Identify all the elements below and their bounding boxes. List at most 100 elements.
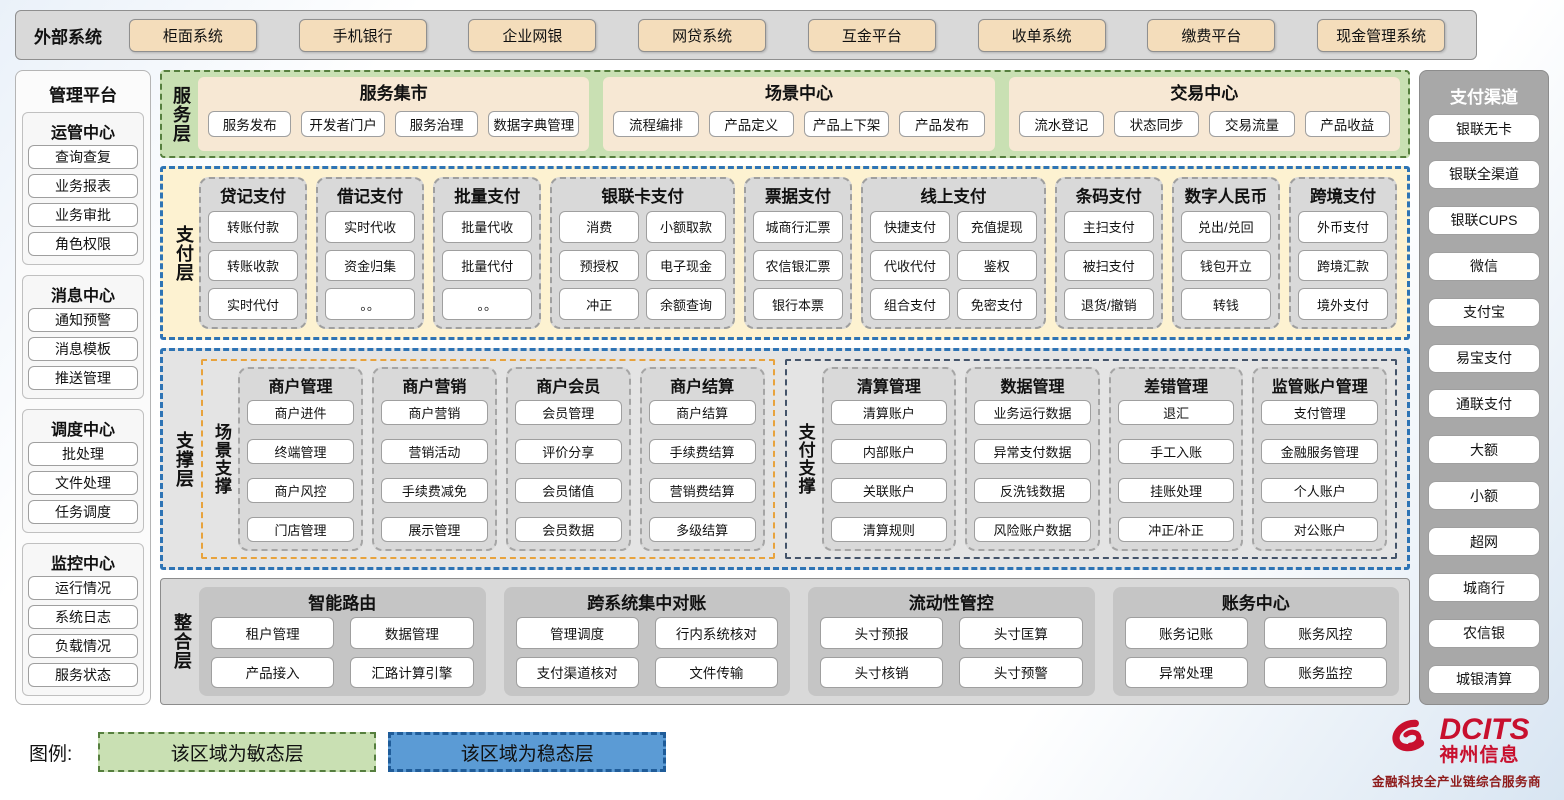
external-system-button[interactable]: 缴费平台 bbox=[1147, 18, 1276, 52]
support-item-button[interactable]: 会员管理 bbox=[514, 400, 622, 425]
payment-item-button[interactable]: 资金归集 bbox=[325, 249, 416, 282]
payment-channel-button[interactable]: 通联支付 bbox=[1428, 389, 1540, 419]
payment-item-button[interactable]: 退货/撤销 bbox=[1063, 288, 1154, 320]
management-item-button[interactable]: 运行情况 bbox=[28, 576, 138, 600]
payment-item-button[interactable]: 银行本票 bbox=[752, 288, 844, 320]
service-item-button[interactable]: 交易流量 bbox=[1209, 110, 1295, 137]
service-item-button[interactable]: 流水登记 bbox=[1018, 110, 1104, 137]
payment-item-button[interactable]: 充值提现 bbox=[956, 211, 1037, 243]
payment-item-button[interactable]: 代收代付 bbox=[870, 249, 950, 282]
integration-item-button[interactable]: 账务监控 bbox=[1263, 656, 1387, 688]
service-item-button[interactable]: 流程编排 bbox=[613, 110, 699, 137]
payment-item-button[interactable]: 被扫支付 bbox=[1063, 249, 1154, 282]
payment-item-button[interactable]: 免密支付 bbox=[956, 288, 1037, 320]
management-item-button[interactable]: 批处理 bbox=[28, 442, 138, 466]
payment-item-button[interactable]: 鉴权 bbox=[956, 249, 1037, 282]
support-item-button[interactable]: 对公账户 bbox=[1261, 517, 1378, 542]
service-item-button[interactable]: 服务发布 bbox=[208, 110, 292, 137]
support-item-button[interactable]: 反洗钱数据 bbox=[974, 478, 1091, 503]
support-item-button[interactable]: 商户结算 bbox=[648, 400, 756, 425]
support-item-button[interactable]: 手续费减免 bbox=[380, 478, 488, 503]
service-item-button[interactable]: 状态同步 bbox=[1113, 110, 1200, 137]
payment-item-button[interactable]: 组合支付 bbox=[870, 288, 950, 320]
support-item-button[interactable]: 会员数据 bbox=[514, 517, 622, 542]
integration-item-button[interactable]: 账务风控 bbox=[1263, 617, 1387, 649]
management-item-button[interactable]: 通知预警 bbox=[28, 308, 138, 332]
support-item-button[interactable]: 评价分享 bbox=[514, 439, 622, 464]
support-item-button[interactable]: 商户风控 bbox=[247, 478, 354, 503]
management-item-button[interactable]: 负载情况 bbox=[28, 634, 138, 658]
support-item-button[interactable]: 手工入账 bbox=[1117, 439, 1235, 464]
payment-item-button[interactable]: 实时代收 bbox=[325, 211, 416, 243]
integration-item-button[interactable]: 文件传输 bbox=[654, 656, 778, 688]
payment-item-button[interactable]: 兑出/兑回 bbox=[1180, 211, 1271, 243]
service-item-button[interactable]: 产品收益 bbox=[1304, 110, 1390, 137]
payment-item-button[interactable]: 境外支付 bbox=[1297, 288, 1388, 320]
payment-item-button[interactable]: 主扫支付 bbox=[1063, 211, 1154, 243]
payment-channel-button[interactable]: 大额 bbox=[1428, 435, 1540, 465]
payment-item-button[interactable]: 批量代付 bbox=[442, 249, 533, 282]
service-item-button[interactable]: 数据字典管理 bbox=[488, 110, 580, 137]
management-item-button[interactable]: 推送管理 bbox=[28, 366, 138, 390]
payment-channel-button[interactable]: 城商行 bbox=[1428, 573, 1540, 603]
payment-item-button[interactable]: 预授权 bbox=[559, 249, 640, 282]
integration-item-button[interactable]: 头寸核销 bbox=[820, 656, 944, 688]
external-system-button[interactable]: 收单系统 bbox=[977, 18, 1106, 52]
service-item-button[interactable]: 产品定义 bbox=[708, 110, 794, 137]
support-item-button[interactable]: 终端管理 bbox=[247, 439, 354, 464]
support-item-button[interactable]: 异常支付数据 bbox=[974, 439, 1091, 464]
payment-item-button[interactable]: 消费 bbox=[559, 211, 640, 243]
support-item-button[interactable]: 支付管理 bbox=[1261, 400, 1378, 425]
support-item-button[interactable]: 内部账户 bbox=[830, 439, 948, 464]
payment-channel-button[interactable]: 银联无卡 bbox=[1428, 114, 1540, 143]
external-system-button[interactable]: 互金平台 bbox=[807, 18, 936, 52]
support-item-button[interactable]: 业务运行数据 bbox=[974, 400, 1091, 425]
support-item-button[interactable]: 多级结算 bbox=[648, 517, 756, 542]
management-item-button[interactable]: 消息模板 bbox=[28, 337, 138, 361]
payment-item-button[interactable]: 跨境汇款 bbox=[1297, 249, 1388, 282]
management-item-button[interactable]: 文件处理 bbox=[28, 471, 138, 495]
support-item-button[interactable]: 手续费结算 bbox=[648, 439, 756, 464]
support-item-button[interactable]: 商户营销 bbox=[380, 400, 488, 425]
payment-item-button[interactable]: 转账付款 bbox=[208, 211, 299, 243]
service-item-button[interactable]: 服务治理 bbox=[394, 110, 479, 137]
payment-item-button[interactable]: 转账收款 bbox=[208, 249, 299, 282]
payment-item-button[interactable]: 钱包开立 bbox=[1180, 249, 1271, 282]
payment-item-button[interactable]: 实时代付 bbox=[208, 288, 299, 320]
management-item-button[interactable]: 角色权限 bbox=[28, 232, 138, 256]
integration-item-button[interactable]: 行内系统核对 bbox=[654, 617, 778, 649]
support-item-button[interactable]: 风险账户数据 bbox=[974, 517, 1091, 542]
payment-item-button[interactable]: 冲正 bbox=[559, 288, 640, 320]
payment-item-button[interactable]: 电子现金 bbox=[646, 249, 726, 282]
service-item-button[interactable]: 产品发布 bbox=[899, 110, 985, 137]
payment-item-button[interactable]: 小额取款 bbox=[646, 211, 726, 243]
payment-item-button[interactable]: 。。 bbox=[442, 288, 533, 320]
payment-channel-button[interactable]: 银联CUPS bbox=[1428, 205, 1540, 235]
integration-item-button[interactable]: 头寸预报 bbox=[820, 617, 944, 649]
payment-channel-button[interactable]: 银联全渠道 bbox=[1428, 159, 1540, 189]
payment-item-button[interactable]: 。。 bbox=[325, 288, 416, 320]
payment-channel-button[interactable]: 易宝支付 bbox=[1428, 343, 1540, 373]
support-item-button[interactable]: 金融服务管理 bbox=[1261, 439, 1378, 464]
payment-channel-button[interactable]: 微信 bbox=[1428, 251, 1540, 281]
management-item-button[interactable]: 任务调度 bbox=[28, 500, 138, 524]
support-item-button[interactable]: 挂账处理 bbox=[1117, 478, 1235, 503]
support-item-button[interactable]: 门店管理 bbox=[247, 517, 354, 542]
support-item-button[interactable]: 关联账户 bbox=[830, 478, 948, 503]
integration-item-button[interactable]: 汇路计算引擎 bbox=[350, 656, 474, 688]
payment-item-button[interactable]: 外币支付 bbox=[1297, 211, 1388, 243]
support-item-button[interactable]: 个人账户 bbox=[1261, 478, 1378, 503]
management-item-button[interactable]: 查询查复 bbox=[28, 145, 138, 169]
support-item-button[interactable]: 退汇 bbox=[1117, 400, 1235, 425]
payment-item-button[interactable]: 余额查询 bbox=[646, 288, 726, 320]
management-item-button[interactable]: 业务报表 bbox=[28, 174, 138, 198]
payment-channel-button[interactable]: 农信银 bbox=[1428, 618, 1540, 648]
integration-item-button[interactable]: 头寸匡算 bbox=[959, 617, 1083, 649]
external-system-button[interactable]: 现金管理系统 bbox=[1317, 18, 1446, 52]
integration-item-button[interactable]: 数据管理 bbox=[350, 617, 474, 649]
integration-item-button[interactable]: 支付渠道核对 bbox=[515, 656, 639, 688]
support-item-button[interactable]: 会员储值 bbox=[514, 478, 622, 503]
external-system-button[interactable]: 手机银行 bbox=[298, 18, 427, 52]
support-item-button[interactable]: 营销费结算 bbox=[648, 478, 756, 503]
external-system-button[interactable]: 企业网银 bbox=[468, 18, 597, 52]
